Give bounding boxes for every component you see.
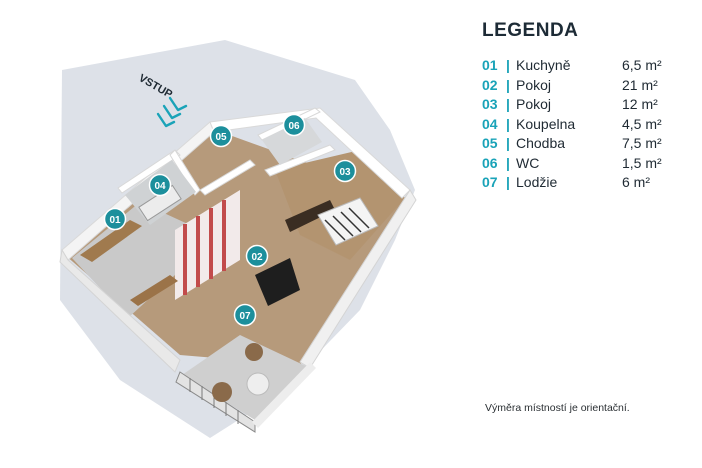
legend-item-number: 01 [482,57,498,73]
legend-item: 03 | Pokoj 12 m² [482,95,682,115]
legend-item-name: Pokoj [516,96,552,112]
loggia-table [246,372,270,396]
legend-item-name: Lodžie [516,174,558,190]
legend-item-number: 03 [482,96,498,112]
outer-wall-front [59,248,181,373]
legend-separator: | [506,154,510,171]
legend-item-name: Koupelna [516,115,576,132]
loggia-railing-bars [189,378,239,424]
loggia-floor [182,335,310,420]
striped-partition [175,190,240,300]
legend-item: 02 | Pokoj 21 m² [482,76,682,96]
legend-item-area: 6,5 m² [622,57,662,73]
tv-unit [285,200,335,232]
legend-item-number: 05 [482,135,498,151]
legend-title: LEGENDA [482,20,579,41]
legend-item: 05 | Chodba 7,5 m² [482,134,682,154]
room-badge-05: 05 [209,124,233,148]
legend-item-area: 7,5 m² [622,135,662,151]
legend-separator: | [506,174,510,190]
legend-separator: | [506,57,510,73]
legend: LEGENDA 01 | Kuchyně 6,5 m² 02 | Pokoj 2… [482,20,682,193]
legend-item: 01 | Kuchyně 6,5 m² [482,56,682,76]
legend-item-number: 07 [482,174,498,190]
room-badge-07: 07 [233,303,257,327]
kitchen-floor [72,202,190,318]
legend-item-name: Pokoj [516,76,552,93]
legend-item-name: WC [516,154,540,171]
wall-hall [199,159,256,196]
loggia-chair [245,343,263,361]
kitchen-counter [80,220,142,262]
svg-text:03: 03 [339,167,351,178]
legend-item-area: 21 m² [622,76,658,93]
legend-item-area: 12 m² [622,96,658,112]
sofa [255,258,300,306]
legend-item-number: 02 [482,76,498,93]
room-badge-01: 01 [103,207,127,231]
legend-item-number: 06 [482,154,498,171]
legend-item-area: 4,5 m² [622,115,662,132]
svg-text:01: 01 [109,215,121,226]
legend-separator: | [506,76,510,93]
loggia-railing [175,371,256,433]
bathtub [138,184,182,222]
legend-separator: | [506,115,510,132]
svg-text:06: 06 [288,121,300,132]
legend-separator: | [506,135,510,151]
wall-bath [117,149,181,194]
legend-separator: | [506,96,510,112]
legend-item: 04 | Koupelna 4,5 m² [482,115,682,135]
room-badge-03: 03 [333,159,357,183]
bed [317,197,379,246]
entrance-arrow-icon [156,96,188,128]
loggia-wall [252,362,316,428]
room-badge-06: 06 [282,113,306,137]
wc-floor [262,118,322,165]
loggia-chair [212,382,232,402]
kitchen-island [130,275,178,306]
bedroom-floor [275,150,405,260]
svg-text:07: 07 [239,311,251,322]
legend-item-name: Chodba [516,135,566,151]
legend-item-area: 1,5 m² [622,154,662,171]
legend-item: 06 | WC 1,5 m² [482,154,682,174]
legend-item-number: 04 [482,115,498,132]
legend-item-name: Kuchyně [516,57,571,73]
area-disclaimer-note: Výměra místností je orientační. [485,402,630,414]
svg-text:02: 02 [251,252,263,263]
room-badge-04: 04 [148,173,172,197]
legend-item: 07 | Lodžie 6 m² [482,173,682,193]
svg-text:04: 04 [154,181,166,192]
legend-item-area: 6 m² [622,174,650,190]
wall-bedroom [264,144,336,177]
room-badge-02: 02 [245,244,269,268]
svg-text:05: 05 [215,132,227,143]
wall-bath-side [169,149,201,196]
